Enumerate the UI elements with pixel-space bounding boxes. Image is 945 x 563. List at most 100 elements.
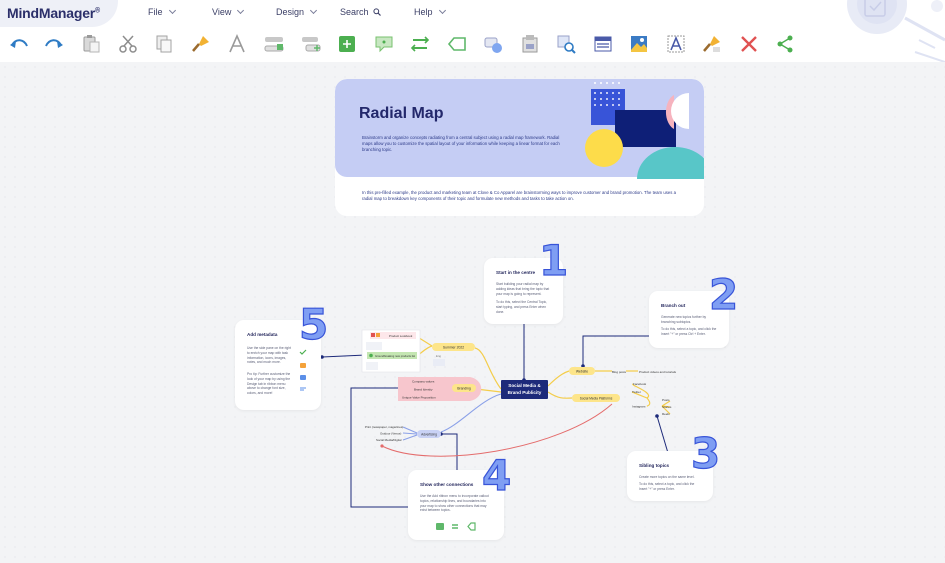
tip-card-3-text: Create more topics on the same level. — [639, 475, 695, 479]
relationship-icon[interactable] — [408, 32, 432, 56]
branding-boundary[interactable] — [398, 377, 482, 401]
add-floating-topic-icon[interactable] — [335, 32, 359, 56]
header-decoration — [815, 0, 945, 62]
topic-summer-label: Summer 2022 — [443, 346, 464, 350]
menu-view[interactable]: View — [212, 6, 245, 17]
title-card: Radial Map Brainstorm and organize conce… — [335, 79, 704, 216]
redo-icon[interactable] — [42, 32, 66, 56]
topic-value-prop[interactable]: Unique Value Proposition — [402, 396, 436, 400]
topic-lookbook-task-label: Groundbreaking new products list — [375, 354, 415, 358]
search-icon — [372, 8, 381, 16]
topic-outdoor[interactable]: Outdoor (Venue) — [380, 432, 401, 436]
topic-website[interactable] — [569, 367, 595, 375]
topic-social-digital[interactable]: Social Media/Digital — [376, 438, 402, 442]
relationship-line[interactable] — [381, 403, 613, 457]
step-number-1: 1 — [538, 236, 569, 285]
annotation-connectors — [321, 324, 669, 508]
connector-5 — [321, 354, 367, 358]
title-footer-text: In this pre-filled example, the product … — [362, 190, 676, 202]
image-icon — [300, 375, 306, 380]
title-heading: Radial Map — [359, 105, 444, 122]
logo-area: MindManager® — [0, 0, 118, 27]
topic-branding[interactable] — [452, 384, 476, 392]
delete-icon[interactable] — [737, 32, 761, 56]
title-illustration — [585, 82, 704, 179]
step-number-4: 4 — [481, 451, 512, 500]
topic-posts[interactable]: Posts — [662, 398, 670, 402]
clear-format-icon[interactable] — [700, 32, 724, 56]
title-banner: Radial Map Brainstorm and organize conce… — [335, 79, 704, 179]
topic-facebook[interactable]: Facebook — [633, 382, 647, 386]
step-number-5: 5 — [298, 300, 329, 349]
topic-twitter[interactable]: Twitter — [632, 390, 641, 394]
tip-card-3-text2: To do this, select a topic, and click th… — [639, 482, 695, 491]
tip-card-4-title: Show other connections — [420, 482, 474, 487]
menu-search[interactable]: Search — [340, 7, 381, 17]
topic-stories[interactable]: Stories — [662, 405, 672, 409]
tip-card-5-icons — [299, 349, 307, 391]
topic-product-lookbook[interactable] — [370, 332, 416, 339]
topic-instagram[interactable]: Instagram — [632, 405, 646, 409]
tip-card-sibling-topics: Sibling topics Create more topics on the… — [627, 451, 713, 501]
notes-icon — [300, 387, 306, 391]
topic-advertising[interactable] — [417, 430, 441, 438]
table-icon[interactable] — [591, 32, 615, 56]
topic-print[interactable]: Print (newspaper, magazines) — [365, 425, 403, 429]
zoom-topic-icon[interactable] — [554, 32, 578, 56]
chevron-down-icon — [237, 6, 245, 15]
topic-reels[interactable]: Reels — [662, 412, 670, 416]
topic-social-platforms[interactable] — [572, 394, 620, 402]
menu-design[interactable]: Design — [276, 6, 318, 17]
callout-icon — [436, 523, 444, 530]
tip-card-start-centre: Start in the centre Start building your … — [484, 258, 563, 324]
tip-card-other-connections: Show other connections Use the Add ribbo… — [408, 470, 504, 540]
tip-card-add-metadata: Add metadata Use the side pane on the ri… — [235, 320, 321, 410]
central-topic-line2: Brand Publicity — [508, 390, 542, 395]
subtopic-icon[interactable] — [262, 32, 286, 56]
relationship-icon — [452, 524, 458, 529]
topic-product-videos[interactable]: Product videos and tutorials — [639, 370, 677, 374]
task-check-icon — [299, 349, 307, 355]
callout-icon[interactable] — [372, 32, 396, 56]
boundary-icon[interactable] — [445, 32, 469, 56]
topic-lookbook-task[interactable] — [367, 352, 417, 359]
icons-icon — [300, 363, 306, 368]
text-style-icon[interactable] — [225, 32, 249, 56]
topic-brand-identity[interactable]: Brand Identity — [414, 388, 433, 392]
font-icon[interactable] — [664, 32, 688, 56]
topic-blog[interactable]: Blog posts — [612, 370, 627, 374]
topic-product-lookbook-label: Product Lookbook — [389, 334, 413, 338]
add-topic-icon[interactable] — [299, 32, 323, 56]
picture-icon[interactable] — [627, 32, 651, 56]
central-topic-line1: Social Media & — [508, 383, 541, 388]
tip-card-2-title: Branch out — [661, 303, 686, 308]
topic-summer[interactable] — [432, 343, 475, 351]
tip-card-3-title: Sibling topics — [639, 463, 670, 468]
insert-image-icon[interactable] — [518, 32, 542, 56]
tip-card-branch-out: Branch out Generate new topics further b… — [649, 291, 729, 348]
copy-icon[interactable] — [152, 32, 176, 56]
central-topic[interactable] — [501, 380, 548, 399]
tip-card-1-text: Start building your radial map by adding… — [496, 282, 550, 296]
topic-summer-meta: Eng — [436, 354, 441, 358]
tip-card-2-text: Generate new topics further by branching… — [661, 315, 707, 324]
menu-file[interactable]: File — [148, 6, 176, 17]
shape-icon[interactable] — [481, 32, 505, 56]
tip-card-2-text2: To do this, select a topic, and click th… — [661, 327, 717, 336]
paste-icon[interactable] — [79, 32, 103, 56]
title-description: Brainstorm and organize concepts radiati… — [362, 135, 560, 153]
format-painter-icon[interactable] — [189, 32, 213, 56]
undo-icon[interactable] — [7, 32, 31, 56]
share-icon[interactable] — [773, 32, 797, 56]
tip-card-4-text: Use the Add ribbon menu to incorporate c… — [420, 494, 489, 513]
topic-advertising-label: Advertising — [421, 433, 437, 437]
topic-company-values[interactable]: Company values — [412, 380, 435, 384]
menu-help[interactable]: Help — [414, 6, 446, 17]
tip-card-4-icons — [436, 522, 476, 531]
chevron-down-icon — [168, 6, 176, 15]
ribbon-toolbar — [0, 30, 945, 60]
chevron-down-icon — [438, 6, 446, 15]
cut-icon[interactable] — [116, 32, 140, 56]
topic-branding-label: Branding — [457, 387, 471, 391]
